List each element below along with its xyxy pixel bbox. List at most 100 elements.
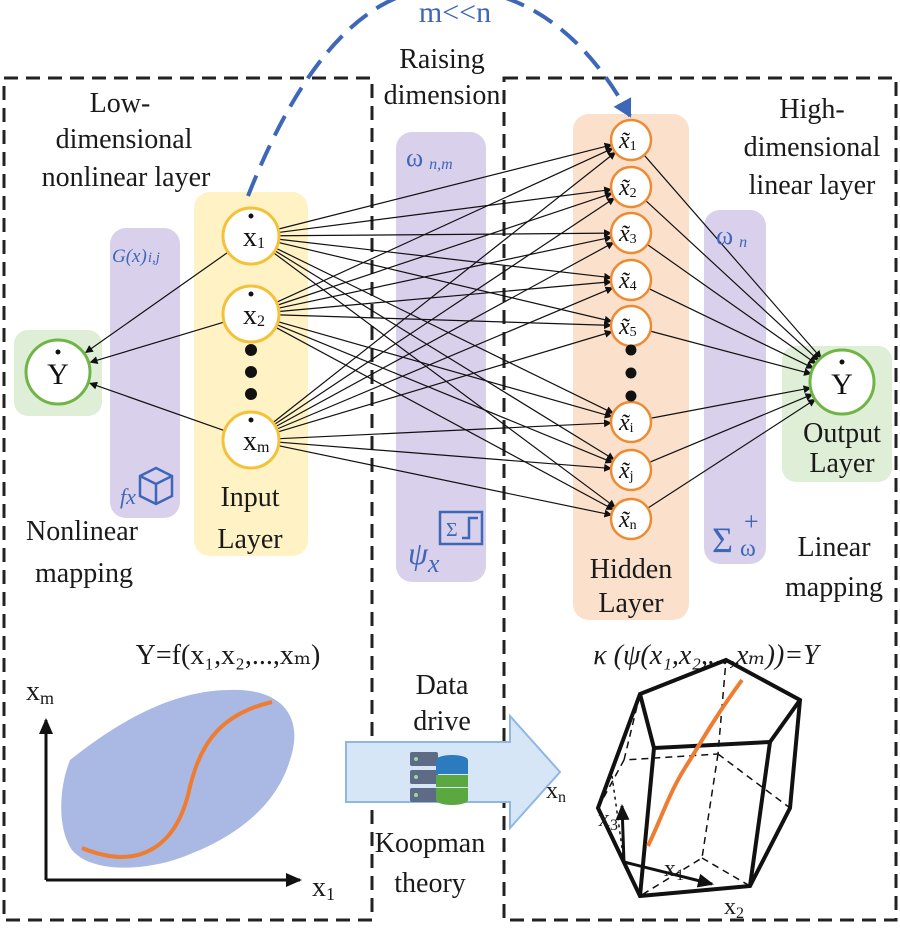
edge-input-1-hidden-2 bbox=[278, 186, 613, 234]
cube-xn-label: xn bbox=[546, 778, 566, 806]
input-node-label: xm bbox=[243, 426, 270, 457]
formula-left: Y=f(x₁,x₂,...,xₘ) bbox=[136, 640, 321, 671]
hidden-node: x̃i bbox=[609, 400, 653, 444]
ellipsis-dot bbox=[245, 366, 257, 378]
edge-input-1-hidden-1 bbox=[278, 142, 613, 230]
edge-input-1-hidden-7 bbox=[274, 250, 615, 461]
hidden-node: x̃3 bbox=[609, 211, 653, 255]
raising-label-2: dimension bbox=[384, 80, 501, 111]
low-layer-label-3: nonlinear layer bbox=[42, 162, 211, 193]
edge-input-3-hidden-5 bbox=[277, 329, 613, 433]
edge-input-3-to-y bbox=[89, 381, 225, 432]
sum-glyph: Σ bbox=[712, 520, 733, 560]
low-layer-label-2: dimensional bbox=[56, 124, 193, 155]
nonlinear-label-2: mapping bbox=[35, 558, 133, 589]
edge-input-3-hidden-1 bbox=[272, 151, 617, 424]
high-layer-label-1: High- bbox=[779, 94, 844, 125]
edge-input-2-hidden-6 bbox=[277, 321, 613, 419]
hidden-layer-panel bbox=[573, 114, 689, 620]
ellipsis-dot bbox=[625, 367, 637, 379]
edge-input-3-hidden-2 bbox=[273, 197, 616, 425]
dimension-raise-arc bbox=[246, 0, 632, 197]
hidden-node: x̃4 bbox=[609, 258, 653, 302]
edge-hidden-3-to-output bbox=[646, 244, 817, 365]
hidden-node-label: x̃4 bbox=[618, 268, 637, 294]
sigma-glyph: Σ bbox=[446, 519, 458, 541]
input-node-label: x1 bbox=[243, 222, 265, 253]
hidden-node-label: x̃j bbox=[618, 458, 634, 484]
hidden-node: x̃1 bbox=[609, 118, 653, 162]
sum-omega-sub: ω bbox=[740, 536, 756, 562]
ellipsis-dot bbox=[625, 344, 637, 356]
raising-label-1: Raising bbox=[399, 44, 485, 75]
left-state-plot: xm x1 bbox=[26, 676, 335, 904]
edge-input-1-to-y bbox=[84, 251, 229, 353]
edge-input-3-hidden-4 bbox=[276, 286, 614, 430]
high-layer-label-2: dimensional bbox=[744, 132, 881, 163]
output-y-node-label: Y bbox=[831, 368, 853, 401]
middle-weight-panel bbox=[396, 132, 486, 582]
edge-hidden-5-to-output bbox=[650, 330, 813, 376]
linear-label-1: Linear bbox=[797, 532, 871, 563]
hidden-node-label: x̃2 bbox=[618, 175, 637, 201]
edge-input-2-to-y bbox=[89, 321, 225, 365]
edge-input-3-hidden-3 bbox=[275, 242, 615, 428]
edge-input-2-hidden-1 bbox=[276, 147, 614, 303]
input-layer-label-2: Layer bbox=[217, 524, 283, 555]
output-layer-label-1: Output bbox=[803, 418, 881, 449]
edge-input-1-hidden-3 bbox=[278, 229, 613, 238]
edge-input-1-hidden-5 bbox=[278, 241, 613, 324]
hidden-node-label: x̃n bbox=[618, 507, 637, 533]
hidden-node-label: x̃1 bbox=[618, 128, 637, 154]
koopman-cube: xn x3 x1 x2 bbox=[546, 657, 803, 922]
input-node: x1 bbox=[221, 206, 281, 266]
left-weight-panel bbox=[110, 228, 180, 518]
hidden-node: x̃5 bbox=[609, 304, 653, 348]
edge-hidden-6-to-output bbox=[650, 385, 812, 419]
edge-hidden-7-to-output bbox=[649, 393, 814, 463]
cube-icon: fx bbox=[120, 466, 174, 509]
output-layer-label-2: Layer bbox=[809, 448, 875, 479]
edge-hidden-1-to-output bbox=[643, 154, 822, 359]
edge-input-1-hidden-6 bbox=[275, 247, 614, 414]
psi-label: ψx bbox=[408, 535, 440, 578]
edge-input-2-hidden-8 bbox=[275, 326, 615, 511]
fx-label: fx bbox=[120, 484, 136, 509]
low-layer-label-1: Low- bbox=[90, 88, 151, 119]
high-dimensional-region bbox=[502, 76, 898, 922]
ellipsis-dot bbox=[625, 390, 637, 402]
edge-hidden-2-to-output bbox=[645, 200, 820, 361]
nonlinear-label-1: Nonlinear bbox=[26, 516, 139, 547]
state-blob bbox=[61, 689, 295, 868]
step-sum-icon: ψx Σ bbox=[408, 510, 484, 578]
top-note: m<<n bbox=[419, 0, 491, 29]
edge-input-3-hidden-6 bbox=[278, 419, 613, 440]
ellipsis-dot bbox=[245, 344, 257, 356]
data-drive-label-2: drive bbox=[413, 706, 471, 737]
input-node: xm bbox=[221, 410, 281, 470]
edge-input-2-hidden-2 bbox=[277, 191, 613, 306]
database-icon bbox=[410, 752, 468, 805]
hidden-layer-label-1: Hidden bbox=[590, 554, 672, 585]
sum-plus-icon: Σ + ω bbox=[712, 507, 759, 562]
ellipsis-dot bbox=[245, 388, 257, 400]
hidden-layer-label-2: Layer bbox=[598, 588, 664, 619]
input-node: x2 bbox=[221, 284, 281, 344]
high-layer-label-3: linear layer bbox=[749, 170, 876, 201]
x-axis-label: x1 bbox=[312, 872, 335, 904]
edge-input-2-hidden-5 bbox=[278, 314, 613, 330]
connection-lines bbox=[84, 142, 822, 518]
input-layer-label-1: Input bbox=[220, 482, 279, 513]
cube-x3-label: x3 bbox=[598, 806, 618, 834]
trajectory-curve bbox=[81, 700, 273, 859]
hidden-node: x̃n bbox=[609, 497, 653, 541]
edge-input-3-hidden-7 bbox=[278, 441, 613, 472]
edge-input-3-hidden-8 bbox=[278, 445, 613, 518]
sum-plus-sup: + bbox=[744, 507, 759, 536]
hidden-node: x̃2 bbox=[609, 165, 653, 209]
edge-input-2-hidden-4 bbox=[278, 278, 613, 313]
